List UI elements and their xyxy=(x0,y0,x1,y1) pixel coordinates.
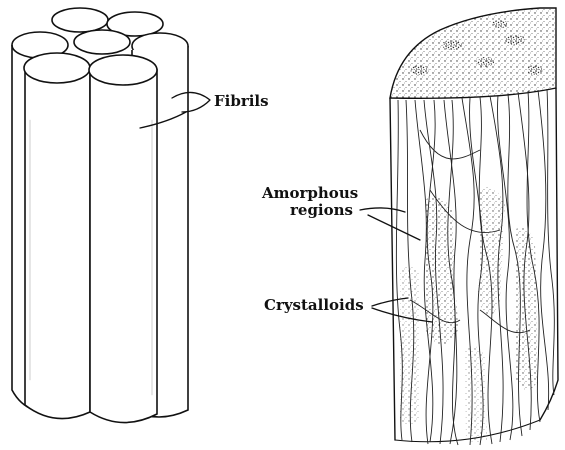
amorphous-leader xyxy=(360,208,405,212)
crystalloid-zone xyxy=(400,266,420,425)
fibril-bundle xyxy=(12,8,188,423)
fibril-cylinder xyxy=(25,70,90,419)
fibril-top-ellipse xyxy=(89,55,157,85)
fibril-top-ellipse xyxy=(52,8,108,32)
fibril-top-ellipse xyxy=(24,53,90,83)
fiber-section-block xyxy=(390,8,558,445)
section-left-edge xyxy=(390,98,395,440)
section-top-surface xyxy=(390,8,556,98)
fibril-cylinder xyxy=(90,70,157,423)
crystalloids-label: Crystalloids xyxy=(264,296,364,314)
amorphous-label-line1: Amorphous xyxy=(261,184,358,202)
fibril-top-ellipse xyxy=(74,30,130,54)
fibrils-label: Fibrils xyxy=(214,92,269,110)
amorphous-label-line2: regions xyxy=(290,201,353,219)
amorphous-leader xyxy=(368,215,420,240)
crystalloid-zone xyxy=(465,346,487,442)
